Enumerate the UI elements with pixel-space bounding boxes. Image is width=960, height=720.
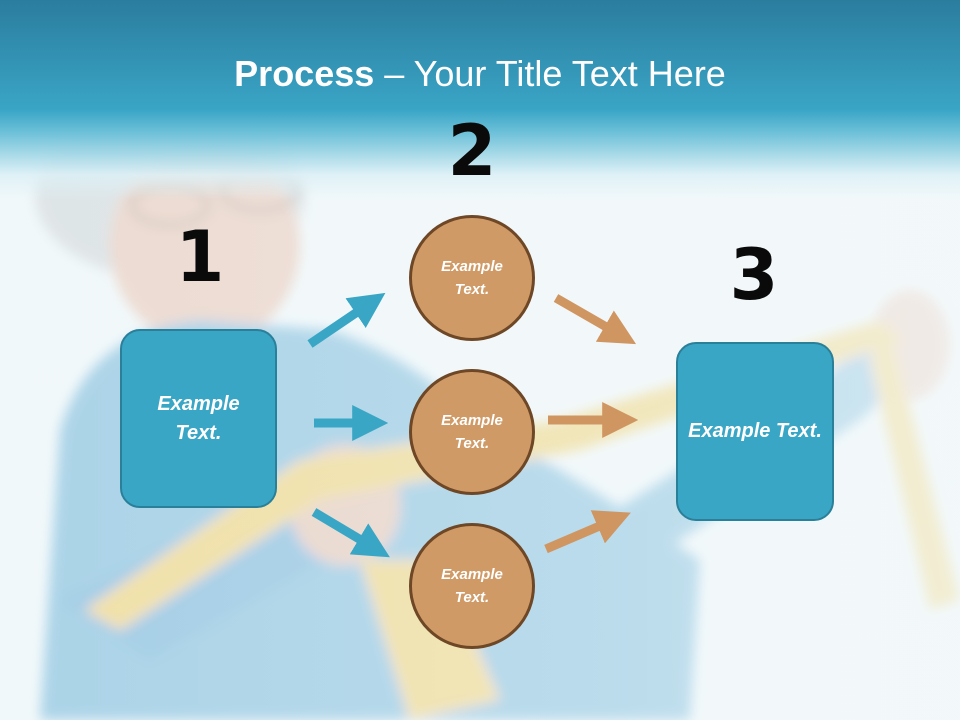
circle-top-text: Example Text. [441,258,503,298]
circle-bottom-text: Example Text. [441,566,503,606]
title-bold: Process [234,53,375,94]
step-number-3: 3 [729,234,779,316]
arrow-blue-down [311,508,390,558]
arrow-tan-down [553,294,637,345]
slide-title: Process – Your Title Text Here [0,52,960,96]
step-2-circle-top: Example Text. [409,215,535,341]
step-3-box: Example Text. [676,342,834,521]
step-3-text: Example Text. [688,420,822,442]
header-banner [0,0,960,200]
step-2-circle-middle: Example Text. [409,369,535,495]
step-number-2: 2 [447,110,497,192]
arrow-blue-up [307,292,386,348]
step-1-text: Example Text. [157,392,240,444]
arrow-tan-up [544,510,631,554]
circle-middle-text: Example Text. [441,412,503,452]
title-rest: – Your Title Text Here [374,53,726,94]
step-2-circle-bottom: Example Text. [409,523,535,649]
step-1-box: Example Text. [120,329,277,508]
step-number-1: 1 [175,216,225,298]
